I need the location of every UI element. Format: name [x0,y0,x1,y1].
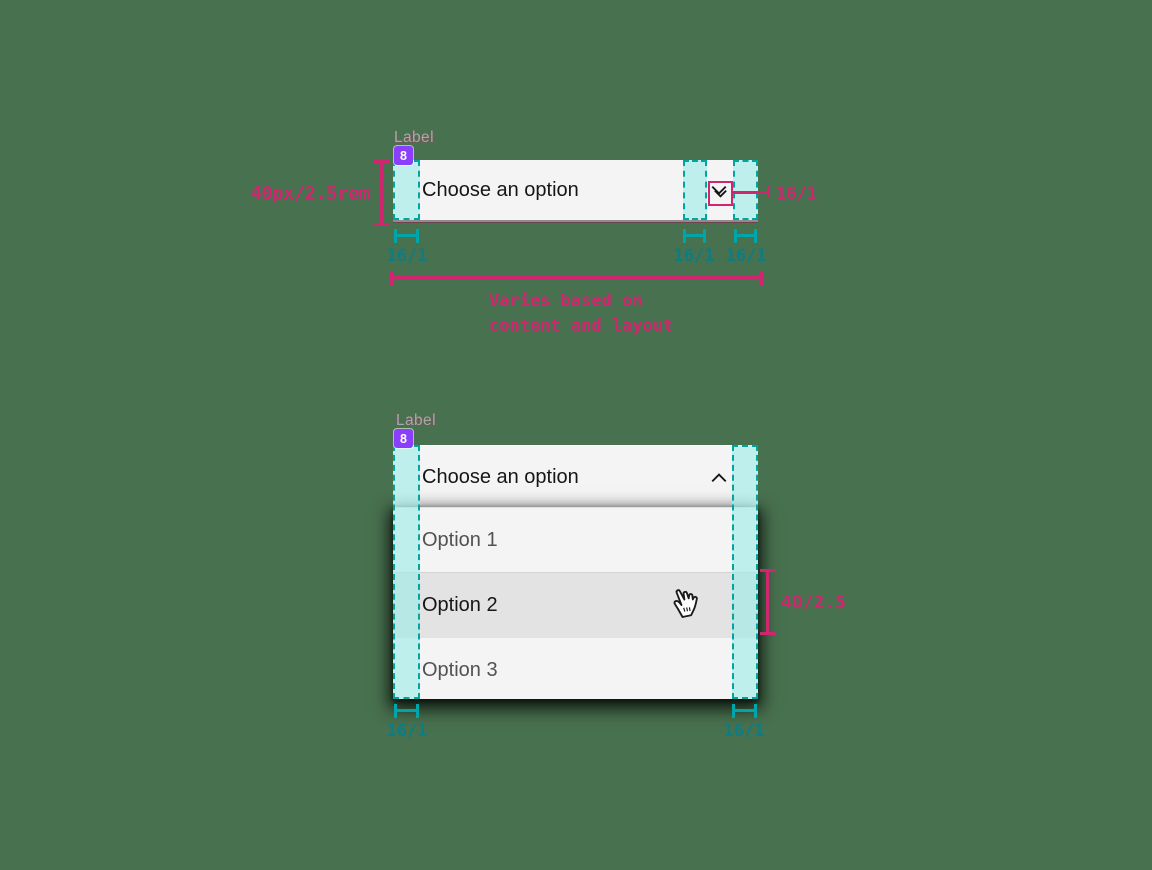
width-measure-line [390,271,763,285]
open-padding-right-ibeam [732,704,757,718]
spacing-token-badge-open: 8 [394,429,413,448]
padding-right-ibeam [734,229,757,243]
open-padding-left-overlay [393,445,420,699]
row-height-bracket [760,569,776,635]
hand-cursor-icon [668,583,700,619]
dropdown-menu: Option 1 Option 2 Option 3 [393,507,758,699]
open-select-label: Label [396,412,436,429]
icon-gap-value: 16/1 [673,246,715,266]
open-select-field[interactable]: Choose an option [393,445,758,507]
padding-left-value: 16/1 [386,246,428,266]
menu-option-2[interactable]: Option 2 [393,572,758,637]
padding-right-value: 16/1 [725,246,767,266]
open-select-value: Choose an option [422,466,579,488]
open-padding-left-value: 16/1 [386,721,428,741]
icon-callout-tick [767,186,770,198]
width-annotation: Varies based on content and layout [489,289,673,339]
padding-left-ibeam [394,229,419,243]
spacing-token-badge: 8 [394,146,413,165]
width-annotation-line2: content and layout [489,316,674,336]
chevron-down-icon [714,190,727,198]
padding-left-overlay [393,160,420,220]
icon-callout-line [733,191,769,194]
closed-select-label: Label [394,129,434,146]
icon-gap-overlay [683,160,707,220]
icon-gap-ibeam [683,229,706,243]
chevron-down-icon [710,181,728,199]
row-height-value: 40/2.5 [781,592,847,613]
menu-option-3[interactable]: Option 3 [393,637,758,702]
field-bottom-border [393,220,758,222]
open-padding-left-ibeam [394,704,419,718]
height-bracket [374,160,390,226]
field-bottom-annotation-line [393,222,758,223]
open-padding-right-value: 16/1 [723,721,765,741]
padding-right-overlay [733,160,758,220]
chevron-up-icon [710,469,728,487]
icon-size-annotation-box [708,181,733,206]
width-annotation-line1: Varies based on [489,291,643,311]
height-value: 40px/2.5rem [250,183,370,204]
icon-size-value: 16/1 [776,184,817,204]
closed-select-value: Choose an option [422,179,579,201]
menu-option-1[interactable]: Option 1 [393,507,758,572]
open-padding-right-overlay [732,445,758,699]
